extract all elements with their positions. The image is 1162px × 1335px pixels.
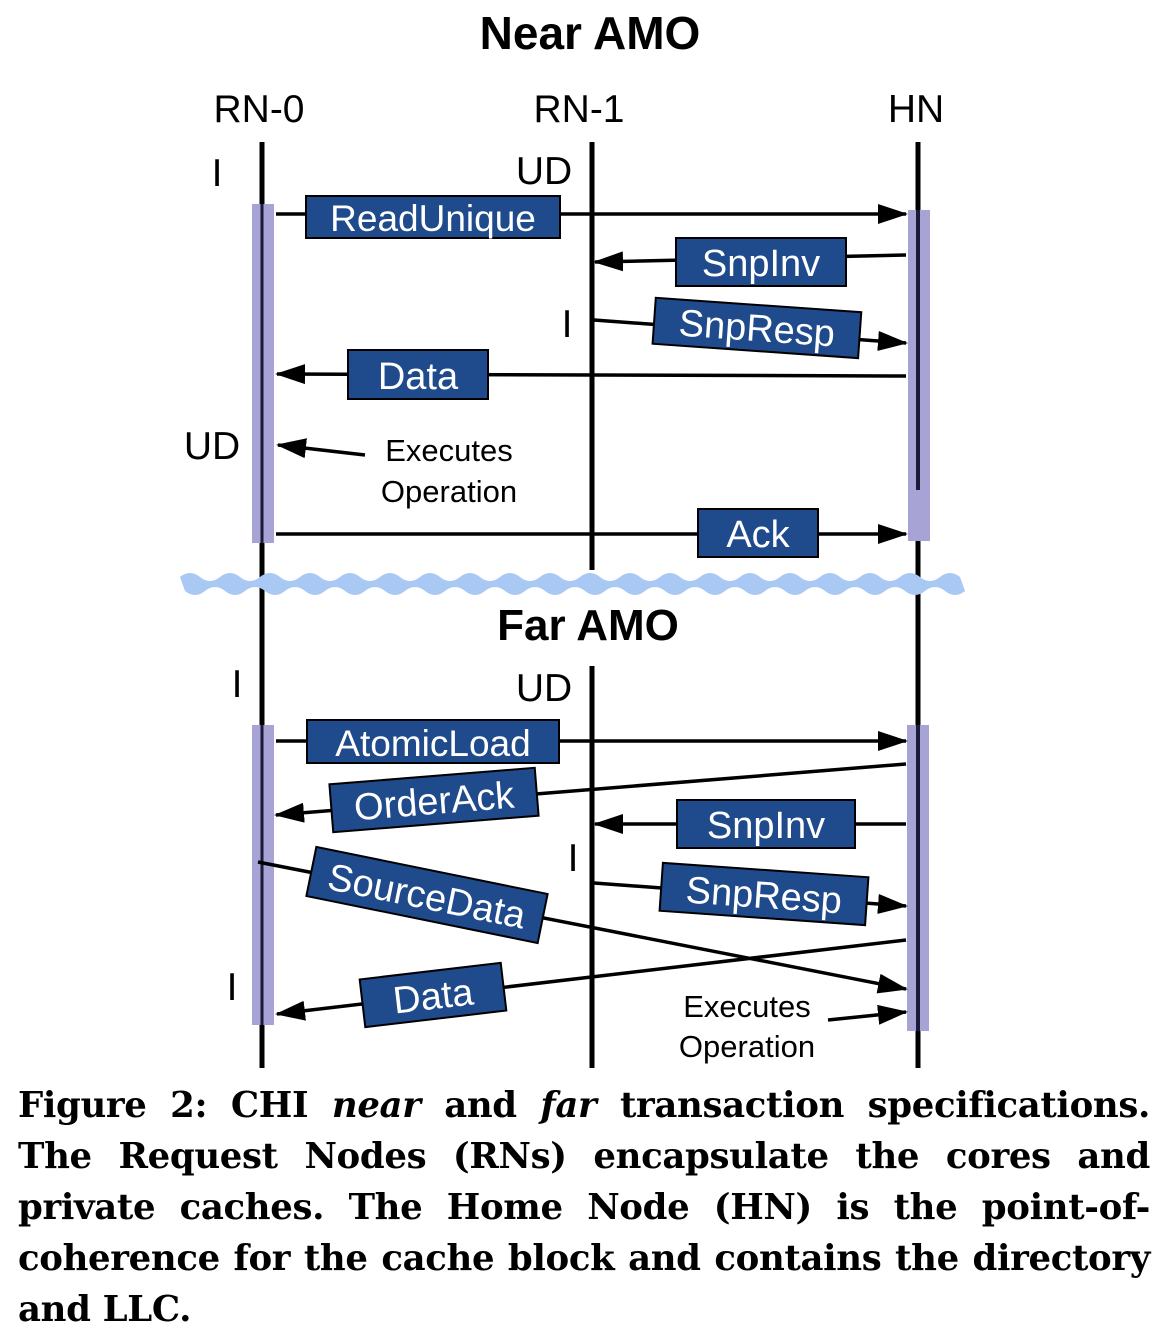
label-near-snp-inv: SnpInv: [702, 243, 820, 285]
msg-near-ack: Ack: [276, 508, 908, 558]
caption-rest: transaction specifications. The Request …: [18, 1085, 1150, 1330]
near-executes-line2: Operation: [381, 474, 517, 509]
caption-em-near: near: [331, 1085, 421, 1126]
far-state-rn0-initial: I: [232, 663, 243, 706]
near-state-rn0-initial: I: [212, 152, 223, 195]
msg-far-atomic-load: AtomicLoad: [276, 719, 908, 764]
near-executes-line1: Executes: [385, 433, 513, 468]
node-label-rn0: RN-0: [213, 88, 304, 131]
caption-em-far: far: [540, 1085, 597, 1126]
msg-far-snp-resp: SnpResp: [593, 861, 908, 927]
near-state-rn1-after: I: [562, 303, 573, 346]
near-executes-annotation: Executes Operation: [276, 433, 517, 509]
figure-caption: Figure 2: CHI near and far transaction s…: [18, 1080, 1150, 1335]
near-amo-title: Near AMO: [480, 7, 701, 59]
label-atomic-load: AtomicLoad: [335, 723, 530, 764]
near-state-rn1-initial: UD: [516, 150, 572, 193]
label-far-data: Data: [391, 971, 476, 1022]
near-state-rn0-final: UD: [184, 425, 240, 468]
label-read-unique: ReadUnique: [330, 198, 536, 239]
msg-near-snp-resp: SnpResp: [593, 296, 908, 360]
label-far-snp-inv: SnpInv: [707, 805, 825, 847]
far-amo-title: Far AMO: [497, 601, 679, 650]
msg-near-read-unique: ReadUnique: [276, 195, 908, 239]
label-near-data: Data: [378, 356, 459, 398]
wave-separator: [180, 573, 965, 595]
msg-far-data: Data: [275, 938, 907, 1029]
far-state-rn1-initial: UD: [516, 667, 572, 710]
caption-label: Figure 2: CHI: [18, 1085, 332, 1126]
msg-far-order-ack: OrderAck: [274, 762, 907, 834]
msg-far-snp-inv: SnpInv: [593, 799, 906, 849]
far-executes-line1: Executes: [683, 989, 811, 1024]
chi-sequence-diagram: Near AMO Far AMO RN-0 RN-1 HN I UD I UD: [180, 7, 965, 1068]
far-state-rn1-after: I: [568, 837, 579, 880]
node-label-hn: HN: [888, 88, 944, 131]
node-label-rn1: RN-1: [533, 88, 624, 131]
msg-near-data: Data: [275, 349, 907, 400]
msg-near-snp-inv: SnpInv: [593, 237, 907, 287]
far-executes-line2: Operation: [679, 1029, 815, 1064]
label-near-ack: Ack: [726, 514, 790, 556]
far-executes-annotation: Executes Operation: [679, 989, 908, 1064]
caption-mid: and: [420, 1085, 541, 1126]
far-state-rn0-final: I: [227, 966, 238, 1009]
